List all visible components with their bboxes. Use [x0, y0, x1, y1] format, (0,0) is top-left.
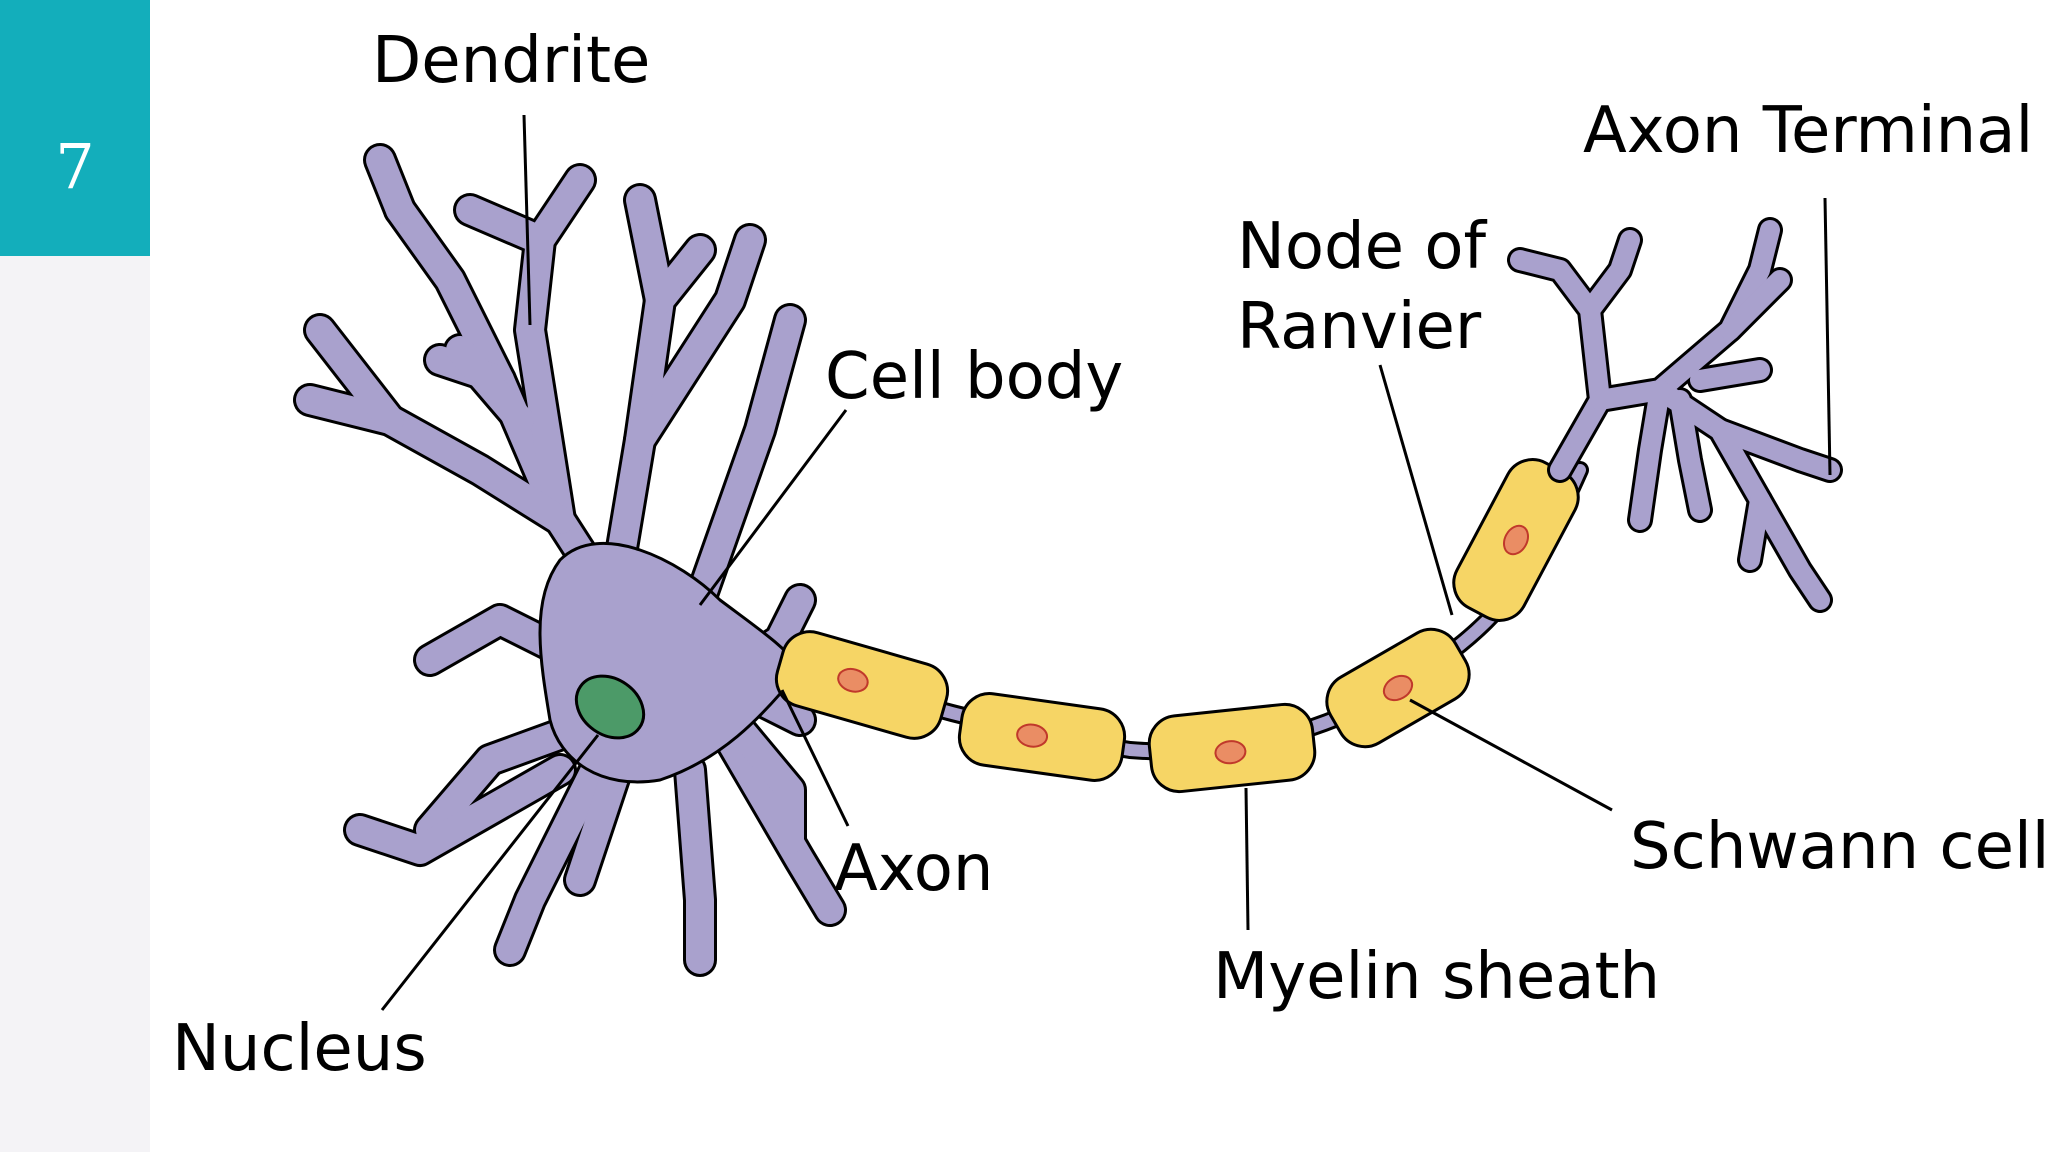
label-nucleus: Nucleus: [172, 1012, 427, 1086]
label-node-of-ranvier-line1: Node of: [1237, 210, 1488, 284]
slide-number-badge: 7: [0, 0, 150, 256]
label-myelin-sheath: Myelin sheath: [1213, 940, 1660, 1014]
label-cell-body: Cell body: [825, 340, 1123, 414]
label-axon: Axon: [834, 832, 993, 906]
label-node-of-ranvier-line2: Ranvier: [1237, 290, 1482, 364]
leader-lines: [380, 114, 1832, 1011]
nucleus-shape: [574, 674, 646, 740]
dendrite-branches: [293, 143, 847, 977]
axon-terminal-branches: [1507, 217, 1843, 613]
label-dendrite: Dendrite: [372, 24, 650, 98]
diagram-canvas: Dendrite Cell body Node of Ranvier Axon …: [150, 0, 2048, 1152]
myelin-segments: [774, 458, 1580, 794]
neuron-diagram: Dendrite Cell body Node of Ranvier Axon …: [172, 24, 2048, 1086]
slide-number: 7: [55, 129, 95, 203]
label-schwann-cell: Schwann cell: [1630, 810, 2048, 884]
label-axon-terminal: Axon Terminal: [1583, 94, 2033, 168]
